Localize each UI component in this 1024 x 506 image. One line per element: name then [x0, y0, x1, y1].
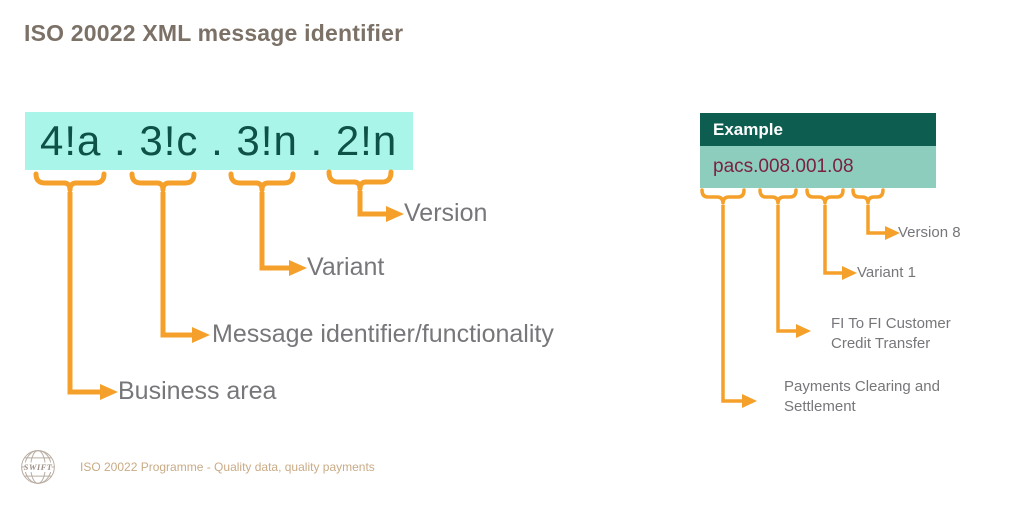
slide-footer: SWIFT ISO 20022 Programme - Quality data… — [18, 447, 375, 487]
footer-text: ISO 20022 Programme - Quality data, qual… — [80, 460, 375, 474]
swift-globe-logo-icon: SWIFT — [21, 450, 55, 484]
callout-variant-1: Variant 1 — [857, 264, 916, 281]
pattern-text: 4!a . 3!c . 3!n . 2!n — [40, 117, 398, 164]
callout-business-area: Business area — [118, 377, 277, 405]
pattern-highlight-box — [25, 112, 413, 170]
callout-version-8: Version 8 — [898, 224, 961, 241]
example-table-value: pacs.008.001.08 — [700, 146, 936, 188]
page-title: ISO 20022 XML message identifier — [24, 20, 404, 46]
example-table: Example pacs.008.001.08 — [700, 113, 936, 188]
callout-message-identifier: Message identifier/functionality — [212, 320, 554, 348]
callout-payments-clearing: Payments Clearing and Settlement — [784, 378, 940, 415]
example-table-header: Example — [700, 113, 936, 146]
callout-fi-to-fi: FI To FI Customer Credit Transfer — [831, 315, 951, 352]
callout-variant: Variant — [307, 253, 385, 281]
swift-logo-wordmark: SWIFT — [24, 462, 53, 472]
callout-version: Version — [404, 199, 488, 227]
